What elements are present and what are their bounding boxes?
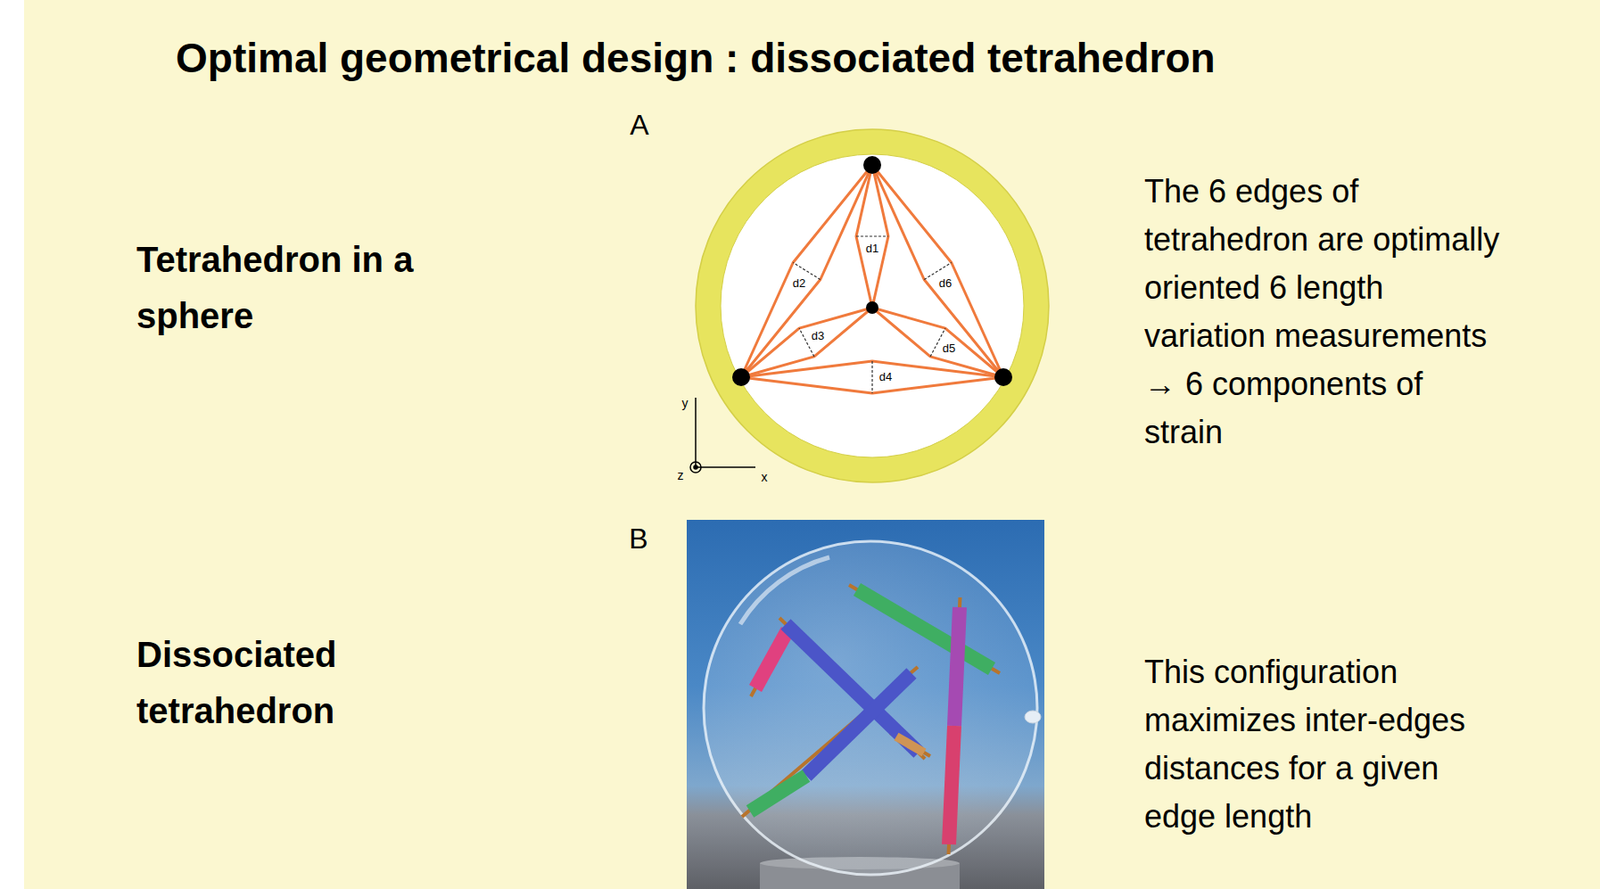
axis-label: z bbox=[677, 468, 685, 483]
distance-label: d4 bbox=[878, 371, 893, 385]
label-holder: Tetrahedron in a sphere bbox=[136, 231, 494, 345]
label-holder: d5 bbox=[941, 342, 957, 356]
title-holder: Optimal geometrical design : dissociated… bbox=[175, 33, 1216, 83]
label-holder: The 6 edges of tetrahedron are optimally… bbox=[1144, 167, 1502, 457]
note-text: This configuration maximizes inter-edges… bbox=[1144, 648, 1502, 842]
axis-triad bbox=[690, 397, 756, 473]
label-holder: d6 bbox=[938, 277, 953, 291]
row-heading: Dissociated tetrahedron bbox=[136, 626, 494, 740]
note-text: The 6 edges of tetrahedron are optimally… bbox=[1144, 167, 1502, 457]
distance-label: d6 bbox=[938, 277, 953, 291]
label-holder: Dissociated tetrahedron bbox=[136, 626, 494, 740]
axis-label: x bbox=[761, 470, 768, 485]
label-holder: x bbox=[761, 470, 768, 485]
label-holder: y bbox=[682, 395, 689, 411]
row-heading: Tetrahedron in a sphere bbox=[136, 231, 494, 345]
label-holder: This configuration maximizes inter-edges… bbox=[1144, 648, 1502, 842]
distance-label: d1 bbox=[865, 242, 880, 256]
panel-letter: B bbox=[628, 522, 648, 556]
distance-label: d3 bbox=[810, 329, 825, 344]
label-holder: B bbox=[628, 522, 648, 556]
label-holder: z bbox=[677, 468, 685, 483]
slide-title: Optimal geometrical design : dissociated… bbox=[175, 33, 1216, 83]
label-holder: d1 bbox=[865, 242, 880, 256]
distance-label: d2 bbox=[791, 277, 807, 291]
label-holder: A bbox=[629, 108, 649, 142]
panel-letter: A bbox=[629, 108, 649, 142]
label-holder: d2 bbox=[791, 277, 807, 291]
tetrahedron-figure bbox=[695, 129, 1049, 483]
label-holder: d4 bbox=[878, 371, 893, 385]
distance-label: d5 bbox=[941, 342, 957, 356]
slide-background bbox=[24, 0, 1600, 889]
prototype-photo bbox=[686, 519, 1045, 889]
axis-label: y bbox=[682, 395, 689, 411]
label-holder: d3 bbox=[810, 329, 825, 344]
